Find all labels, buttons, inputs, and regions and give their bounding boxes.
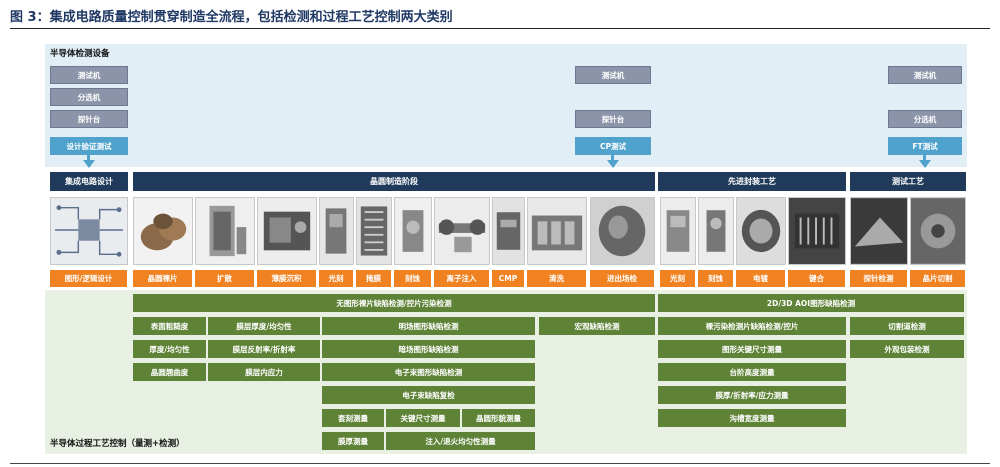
process-label: 键合 <box>788 270 846 287</box>
step-height-box: 台阶高度测量 <box>658 363 846 381</box>
wafer-warp-box: 晶圆翘曲度 <box>133 363 206 381</box>
cmp-image <box>492 197 525 265</box>
etching-image <box>394 197 432 265</box>
brightfield-box: 明场图形缺陷检测 <box>322 317 535 335</box>
incoming-inspection-image <box>590 197 655 265</box>
wafer-image <box>133 197 193 265</box>
process-label: 光刻 <box>319 270 354 287</box>
trench-width-box: 沟槽宽度测量 <box>658 409 846 427</box>
figure-title: 图 3：集成电路质量控制贯穿制造全流程，包括检测和过程工艺控制两大类别 <box>10 10 453 25</box>
ft-test-box: FT测试 <box>888 137 962 155</box>
stage-ic-design: 集成电路设计 <box>50 172 128 191</box>
process-label: 扩散 <box>195 270 255 287</box>
film-measure-box: 膜厚测量 <box>322 432 384 450</box>
stage-test-process: 测试工艺 <box>850 172 966 191</box>
prober-box-cp: 探针台 <box>575 110 651 128</box>
sorter-box-ft: 分选机 <box>888 110 962 128</box>
bottom-rule <box>10 463 990 464</box>
arrow-stem-design <box>87 155 90 161</box>
process-label: 晶片切割 <box>910 270 966 287</box>
dicing-lane-box: 切割道检测 <box>850 317 964 335</box>
prober-box-left: 探针台 <box>50 110 128 128</box>
ebeam-review-box: 电子束缺陷复检 <box>322 386 535 404</box>
probe-inspection-image <box>850 197 908 265</box>
tester-box-cp: 测试机 <box>575 66 651 84</box>
mask-image <box>356 197 392 265</box>
implant-uniformity-box: 注入/退火均匀性测量 <box>386 432 535 450</box>
bonding-image <box>788 197 846 265</box>
wafer-pattern-box: 晶圆形貌测量 <box>462 409 535 427</box>
tester-box-left: 测试机 <box>50 66 128 84</box>
process-label: 掩膜 <box>356 270 392 287</box>
electroplating-image <box>736 197 786 265</box>
darkfield-box: 暗场图形缺陷检测 <box>322 340 535 358</box>
bare-contamination-box: 裸污染检测片缺陷检测/控片 <box>658 317 846 335</box>
stage-advanced-packaging: 先进封装工艺 <box>658 172 846 191</box>
process-label: CMP <box>492 270 525 287</box>
film-thickness-box: 膜层厚度/均匀性 <box>208 317 320 335</box>
pattern-cd-box: 图形关键尺寸测量 <box>658 340 846 358</box>
process-label: 光刻 <box>660 270 696 287</box>
process-label: 离子注入 <box>434 270 490 287</box>
equipment-section-label: 半导体检测设备 <box>50 49 110 59</box>
process-label: 刻蚀 <box>698 270 734 287</box>
film-deposition-image <box>257 197 317 265</box>
arrow-down-icon <box>607 160 619 168</box>
equipment-band <box>45 44 967 167</box>
cd-measure-box: 关键尺寸测量 <box>386 409 460 427</box>
design-verify-test-box: 设计验证测试 <box>50 137 128 155</box>
process-label: 刻蚀 <box>394 270 432 287</box>
die-dicing-image <box>910 197 966 265</box>
process-label: 薄膜沉积 <box>257 270 317 287</box>
thickness-uniformity-box: 厚度/均匀性 <box>133 340 206 358</box>
process-label: 清洗 <box>527 270 587 287</box>
arrow-down-icon <box>83 160 95 168</box>
fab-defect-header: 无图形裸片缺陷检测/控片污染检测 <box>133 294 655 312</box>
arrow-down-icon <box>919 160 931 168</box>
pkg-aoi-header: 2D/3D AOI图形缺陷检测 <box>658 294 964 312</box>
macro-defect-box: 宏观缺陷检测 <box>539 317 655 335</box>
control-section-label: 半导体过程工艺控制（量测+检测） <box>50 439 185 449</box>
package-visual-box: 外观包装检测 <box>850 340 964 358</box>
ion-implant-image <box>434 197 490 265</box>
cleaning-image <box>527 197 587 265</box>
sorter-box-left: 分选机 <box>50 88 128 106</box>
tester-box-ft: 测试机 <box>888 66 962 84</box>
arrow-stem-ft <box>923 155 926 161</box>
arrow-stem-cp <box>611 155 614 161</box>
film-stress-box: 膜层内应力 <box>208 363 320 381</box>
process-label: 探针检测 <box>850 270 908 287</box>
surface-roughness-box: 表面粗糙度 <box>133 317 206 335</box>
title-rule <box>10 28 990 29</box>
circuit-board-image <box>50 197 128 265</box>
stage-wafer-fab: 晶圆制造阶段 <box>133 172 655 191</box>
film-reflect-box: 膜层反射率/折射率 <box>208 340 320 358</box>
diffusion-furnace-image <box>195 197 255 265</box>
process-label: 晶圆裸片 <box>133 270 193 287</box>
lithography-image <box>319 197 354 265</box>
overlay-box: 套刻测量 <box>322 409 384 427</box>
process-label: 图形/逻辑设计 <box>50 270 128 287</box>
pkg-lithography-image <box>660 197 696 265</box>
ebeam-box: 电子束图形缺陷检测 <box>322 363 535 381</box>
process-label: 进出场检 <box>590 270 655 287</box>
process-label: 电镀 <box>736 270 786 287</box>
cp-test-box: CP测试 <box>575 137 651 155</box>
pkg-etching-image <box>698 197 734 265</box>
film-reflect-stress-box: 膜厚/折射率/应力测量 <box>658 386 846 404</box>
